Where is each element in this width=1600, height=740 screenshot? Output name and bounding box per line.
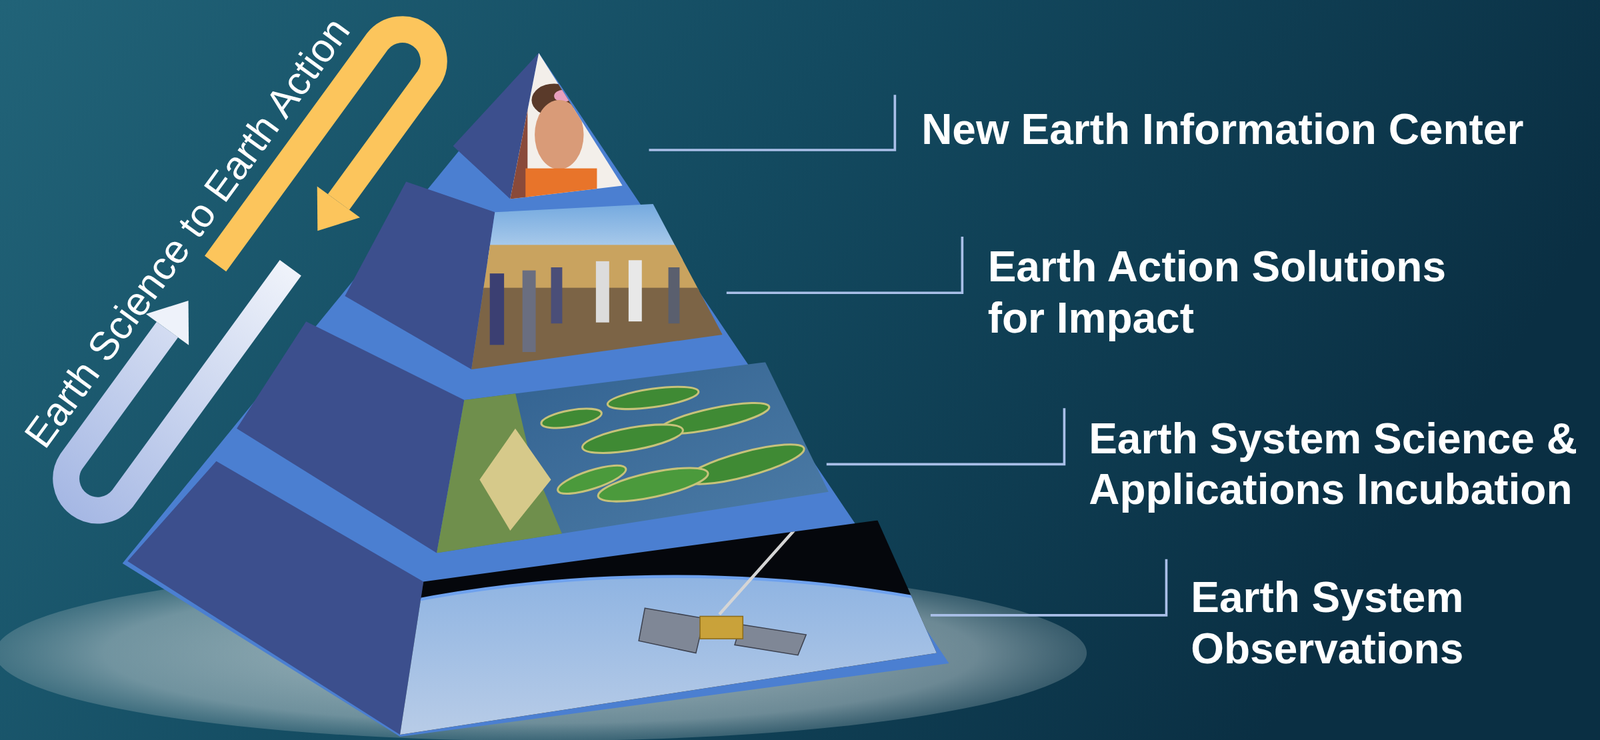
delta-land (479, 428, 551, 531)
satellite-boom (719, 530, 794, 615)
leader-line (726, 236, 963, 293)
arrow-head (317, 186, 360, 231)
person (551, 267, 563, 324)
face (534, 100, 584, 170)
leader-line (826, 408, 1065, 464)
person (522, 270, 536, 352)
island (540, 405, 604, 432)
tier-label: Earth Action Solutions for Impact (988, 241, 1475, 344)
island (682, 436, 808, 492)
island (606, 382, 700, 414)
child-photo (505, 51, 628, 210)
tier-label: Earth System Science & Applications Incu… (1088, 413, 1586, 516)
person (668, 267, 680, 324)
tier-side (236, 321, 464, 553)
delta-photo (428, 357, 837, 562)
solar-panel (734, 624, 806, 656)
leader-line (648, 94, 895, 150)
tier-side (344, 181, 495, 370)
tier-label: Earth System Observations (1190, 572, 1511, 675)
island (555, 460, 629, 500)
satellite-photo (0, 510, 1600, 740)
leader-line (930, 559, 1167, 616)
person (490, 273, 504, 345)
solar-panel (638, 608, 704, 653)
photo-edge (505, 51, 528, 205)
tier-label: New Earth Information Center (921, 104, 1524, 156)
shirt (525, 168, 597, 210)
person (628, 260, 642, 322)
person (596, 261, 610, 323)
field-photo (464, 198, 730, 380)
water (428, 357, 837, 562)
satellite-body (700, 616, 743, 639)
island (580, 418, 686, 459)
